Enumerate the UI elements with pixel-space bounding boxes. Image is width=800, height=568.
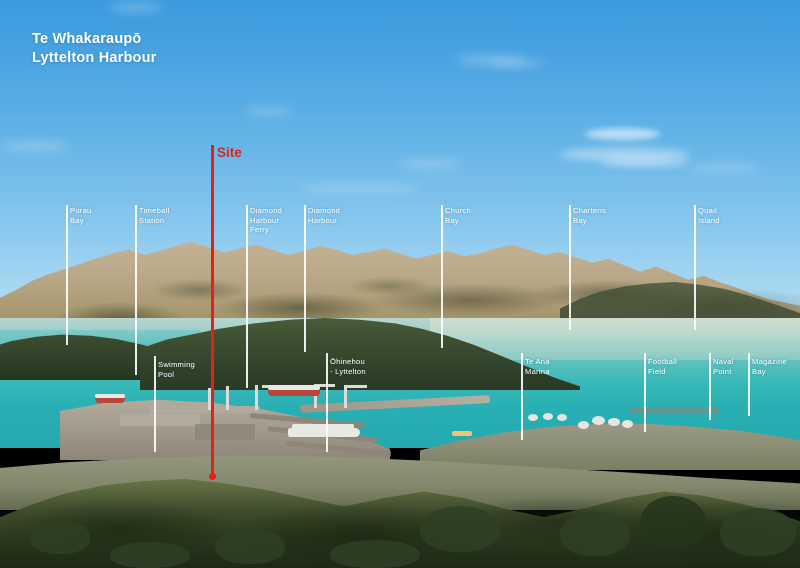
- cloud-wisp: [300, 185, 420, 192]
- football-field-edge: [630, 408, 720, 413]
- vegetation-clump: [560, 512, 630, 556]
- vegetation-clump: [720, 508, 796, 556]
- fuel-tank: [528, 414, 538, 421]
- cargo-ship-hull: [268, 390, 320, 396]
- leader-line-church-bay: [441, 205, 443, 348]
- fuel-tank: [543, 413, 553, 420]
- map-label-football-field: Football Field: [648, 357, 678, 376]
- site-marker-dot: [208, 473, 216, 480]
- port-crane: [208, 388, 211, 410]
- vegetation-clump: [640, 496, 706, 548]
- page-title: Te Whakaraupō Lyttelton Harbour: [32, 31, 157, 66]
- vegetation-clump: [330, 540, 420, 568]
- leader-line-magazine-bay: [748, 353, 750, 416]
- coal-stockpile: [195, 424, 255, 440]
- cloud-wisp: [400, 160, 460, 168]
- fuel-tank: [592, 416, 605, 425]
- cargo-ship-deck: [268, 385, 320, 390]
- cloud-wisp: [455, 55, 525, 65]
- vessel-deck: [95, 394, 125, 398]
- cruise-ship-superstructure: [292, 424, 354, 429]
- small-boat: [452, 431, 472, 436]
- fuel-tank: [557, 414, 567, 421]
- map-label-quail-island: Quail Island: [698, 206, 720, 225]
- port-crane: [314, 384, 317, 408]
- cloud-wisp: [245, 108, 293, 115]
- vessel-hull: [95, 398, 125, 403]
- cruise-ship: [288, 428, 360, 437]
- leader-line-purau-bay: [66, 205, 68, 345]
- fuel-tank: [622, 420, 633, 428]
- map-label-timeball-station: Timeball Station: [139, 206, 170, 225]
- leader-line-diamond-harbour: [304, 205, 306, 352]
- map-label-naval-point: Naval Point: [713, 357, 734, 376]
- leader-line-charteris-bay: [569, 205, 571, 330]
- map-label-charteris-bay: Charteris Bay: [573, 206, 607, 225]
- leader-line-naval-point: [709, 353, 711, 420]
- port-crane: [226, 386, 229, 410]
- vegetation-clump: [420, 506, 500, 552]
- leader-line-timeball-station: [135, 205, 137, 375]
- leader-line-diamond-harbour-ferry: [246, 205, 248, 388]
- leader-line-hinehou-lyttelton: [326, 353, 328, 452]
- cloud-wisp: [560, 148, 690, 161]
- container-quay: [150, 406, 260, 413]
- leader-line-quail-island: [694, 205, 696, 330]
- leader-line-te-ana-marina: [521, 353, 523, 440]
- cloud-wisp: [490, 60, 545, 67]
- cloud-wisp: [0, 142, 70, 151]
- vegetation-clump: [30, 520, 90, 554]
- map-label-hinehou-lyttelton: Ōhinehou - Lyttelton: [330, 357, 366, 376]
- port-crane: [255, 385, 258, 410]
- cloud-wisp: [690, 165, 760, 172]
- cloud-wisp: [600, 158, 690, 167]
- cloud-wisp: [585, 128, 660, 140]
- vegetation-clump: [110, 542, 190, 568]
- cloud-wisp: [108, 3, 163, 12]
- port-crane: [344, 385, 347, 408]
- port-apron: [120, 414, 200, 426]
- map-label-church-bay: Church Bay: [445, 206, 471, 225]
- map-label-te-ana-marina: Te Ana Marina: [525, 357, 550, 376]
- fuel-tank: [578, 421, 589, 429]
- map-label-magazine-bay: Magazine Bay: [752, 357, 787, 376]
- map-label-swimming-pool: Swimming Pool: [158, 360, 196, 379]
- map-label-diamond-harbour: Diamond Harbour: [308, 206, 341, 225]
- map-label-purau-bay: Purau Bay: [70, 206, 92, 225]
- map-label-diamond-harbour-ferry: Diamond Harbour Ferry: [250, 206, 283, 235]
- leader-line-football-field: [644, 353, 646, 432]
- site-label: Site: [217, 145, 242, 160]
- vegetation-clump: [215, 528, 285, 564]
- crane-boom: [347, 385, 367, 388]
- site-leader-line: [211, 145, 214, 478]
- leader-line-swimming-pool: [154, 356, 156, 452]
- fuel-tank: [608, 418, 620, 426]
